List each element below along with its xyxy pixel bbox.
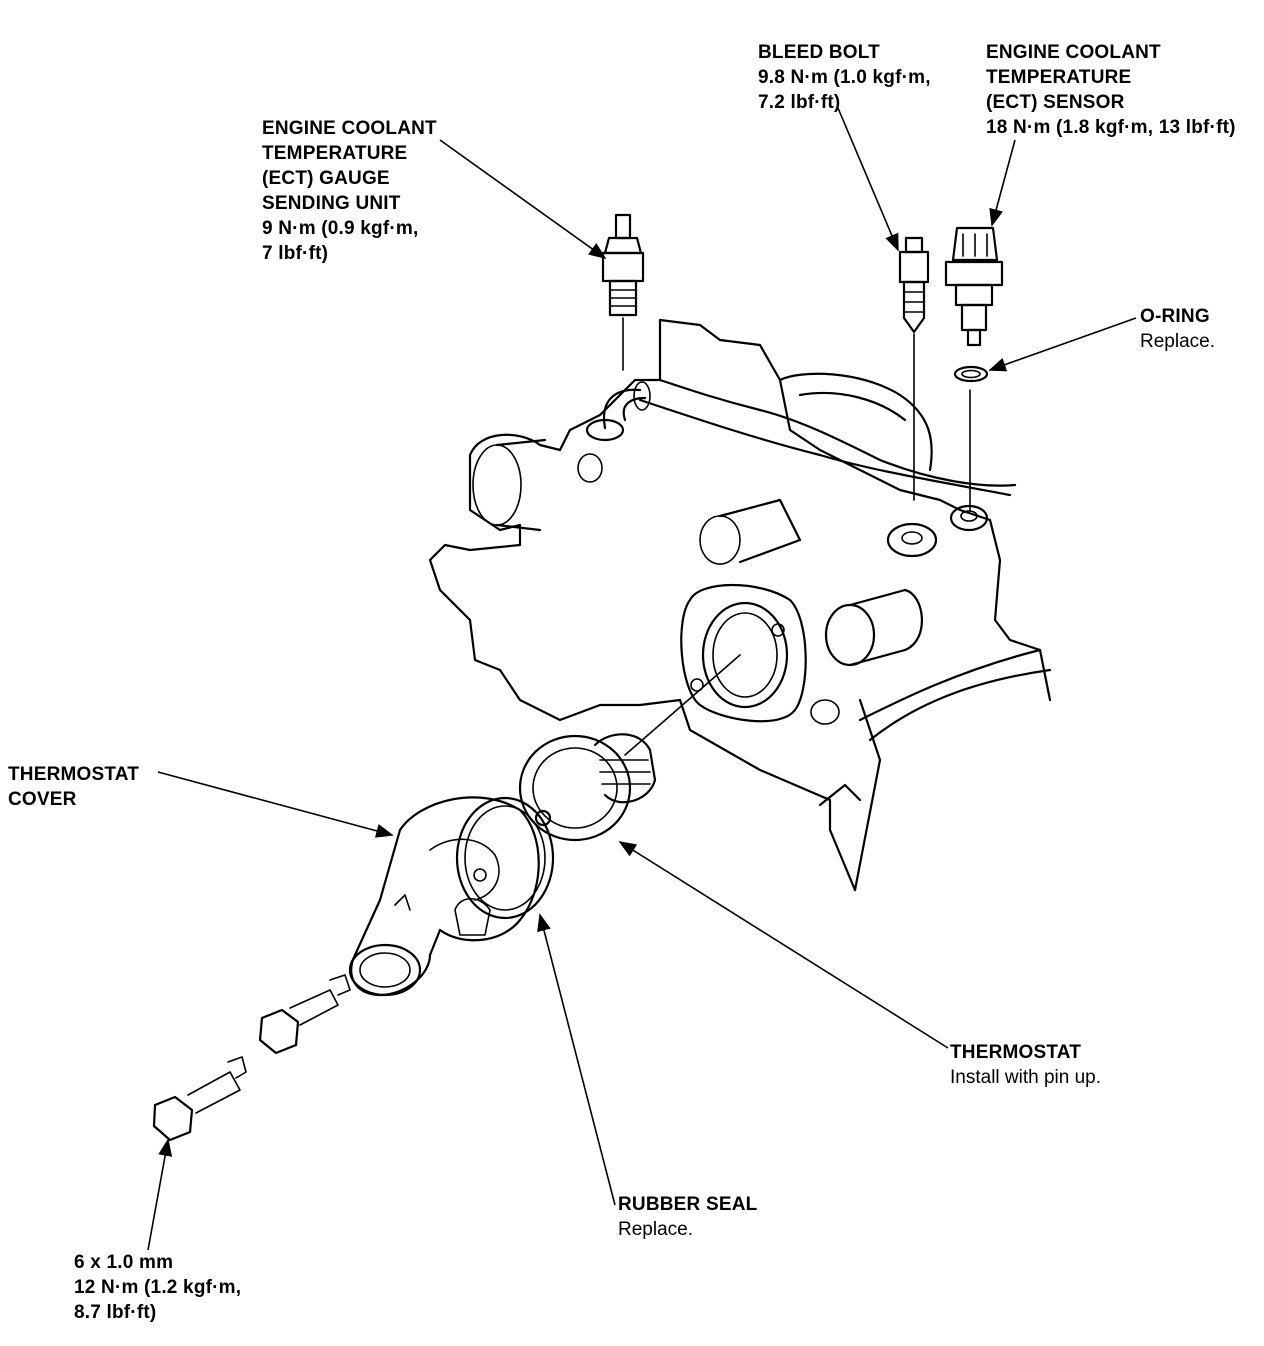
ect-gauge-line-3: (ECT) GAUGE bbox=[262, 168, 390, 189]
coolant-hose bbox=[602, 381, 651, 430]
label-ect-sensor: ENGINE COOLANT TEMPERATURE (ECT) SENSOR … bbox=[986, 40, 1236, 140]
ect-sensor-torque: 18 N·m (1.8 kgf·m, 13 lbf·ft) bbox=[986, 117, 1236, 138]
label-thermostat-cover: THERMOSTAT COVER bbox=[8, 762, 139, 812]
ect-gauge-torque-2: 7 lbf·ft) bbox=[262, 243, 329, 264]
bolt-upper bbox=[258, 974, 351, 1055]
rubber-seal-note: Replace. bbox=[618, 1219, 693, 1240]
bolt-lower bbox=[152, 1056, 247, 1142]
bleed-bolt bbox=[898, 236, 930, 501]
bleed-bolt-torque-1: 9.8 N·m (1.0 kgf·m, bbox=[758, 67, 931, 88]
label-bleed-bolt: BLEED BOLT 9.8 N·m (1.0 kgf·m, 7.2 lbf·f… bbox=[758, 40, 931, 115]
thermostat bbox=[518, 733, 657, 842]
label-rubber-seal: RUBBER SEAL Replace. bbox=[618, 1192, 757, 1242]
ect-sensor bbox=[944, 226, 1004, 511]
bleed-bolt-title: BLEED BOLT bbox=[758, 42, 880, 63]
bolt-torque-1: 12 N·m (1.2 kgf·m, bbox=[74, 1277, 242, 1298]
o-ring-note: Replace. bbox=[1140, 331, 1215, 352]
o-ring-title: O-RING bbox=[1140, 306, 1210, 327]
leader-lines bbox=[147, 107, 1137, 1251]
thermostat-cover-line-1: THERMOSTAT bbox=[8, 764, 140, 785]
ect-gauge-torque-1: 9 N·m (0.9 kgf·m, bbox=[262, 218, 419, 239]
bolt-size: 6 x 1.0 mm bbox=[74, 1252, 174, 1273]
bolt-torque-2: 8.7 lbf·ft) bbox=[74, 1302, 157, 1323]
bleed-bolt-torque-2: 7.2 lbf·ft) bbox=[758, 92, 841, 113]
label-o-ring: O-RING Replace. bbox=[1140, 304, 1215, 354]
ect-gauge-line-4: SENDING UNIT bbox=[262, 193, 401, 214]
engine-housing bbox=[428, 318, 1052, 892]
ect-gauge-sending-unit bbox=[601, 213, 645, 371]
rubber-seal bbox=[455, 796, 555, 920]
ect-sensor-line-3: (ECT) SENSOR bbox=[986, 92, 1125, 113]
ect-gauge-line-2: TEMPERATURE bbox=[262, 143, 408, 164]
thermostat-cover-line-2: COVER bbox=[8, 789, 77, 810]
label-ect-gauge-sending-unit: ENGINE COOLANT TEMPERATURE (ECT) GAUGE S… bbox=[262, 116, 437, 266]
ect-gauge-line-1: ENGINE COOLANT bbox=[262, 118, 437, 139]
thermostat-note: Install with pin up. bbox=[950, 1067, 1102, 1088]
thermostat-cover bbox=[348, 796, 540, 997]
rubber-seal-title: RUBBER SEAL bbox=[618, 1194, 758, 1215]
ect-sensor-line-2: TEMPERATURE bbox=[986, 67, 1132, 88]
thermostat-title: THERMOSTAT bbox=[950, 1042, 1082, 1063]
ect-sensor-line-1: ENGINE COOLANT bbox=[986, 42, 1161, 63]
label-bolt-spec: 6 x 1.0 mm 12 N·m (1.2 kgf·m, 8.7 lbf·ft… bbox=[74, 1250, 241, 1325]
label-thermostat: THERMOSTAT Install with pin up. bbox=[950, 1040, 1101, 1090]
